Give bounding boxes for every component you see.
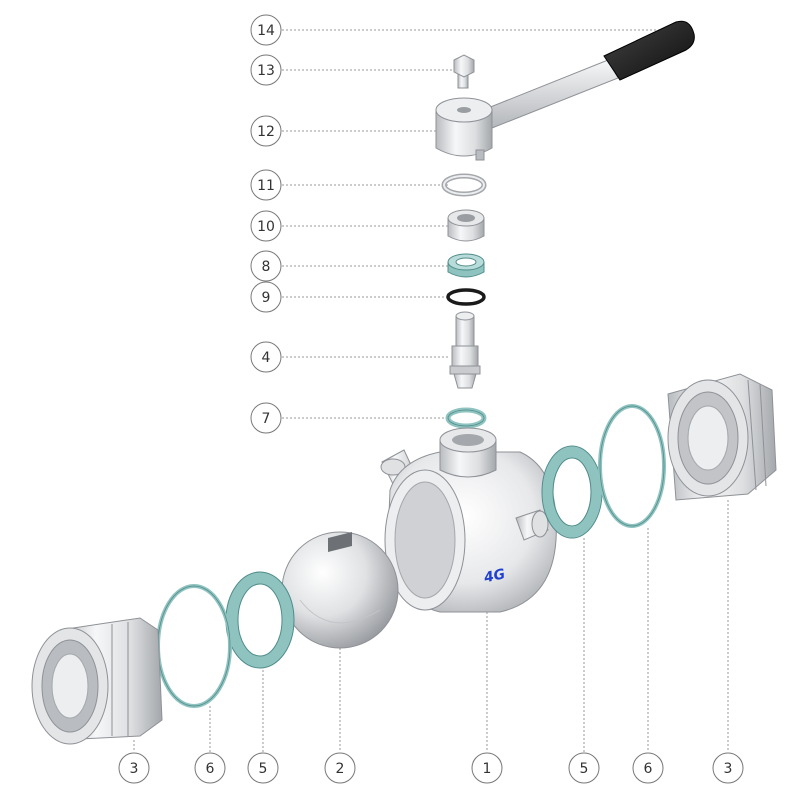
stem-bushing xyxy=(447,209,485,242)
svg-text:5: 5 xyxy=(259,761,268,777)
svg-text:10: 10 xyxy=(257,219,275,235)
callout-3-left: 3 xyxy=(118,752,150,784)
callout-7: 7 xyxy=(250,402,282,434)
o-ring-left xyxy=(156,584,232,708)
brand-mark: 4G xyxy=(482,566,507,586)
callout-8: 8 xyxy=(250,250,282,282)
stem-washer xyxy=(445,407,487,429)
handle-grip xyxy=(603,20,695,81)
callout-6-right: 6 xyxy=(632,752,664,784)
svg-text:6: 6 xyxy=(644,761,653,777)
svg-text:9: 9 xyxy=(262,290,271,306)
callout-10: 10 xyxy=(250,210,282,242)
end-connector-right xyxy=(667,373,777,501)
callout-12: 12 xyxy=(250,115,282,147)
lever-hub xyxy=(435,97,493,161)
svg-text:6: 6 xyxy=(206,761,215,777)
svg-text:3: 3 xyxy=(724,761,733,777)
bolt xyxy=(453,54,475,89)
callout-9: 9 xyxy=(250,281,282,313)
end-connector-left xyxy=(31,617,163,745)
seat-left xyxy=(225,571,295,669)
svg-text:2: 2 xyxy=(336,761,345,777)
callout-4: 4 xyxy=(250,341,282,373)
leader-lines xyxy=(133,29,729,752)
callout-3-right: 3 xyxy=(712,752,744,784)
svg-text:3: 3 xyxy=(130,761,139,777)
callout-14: 14 xyxy=(250,14,282,46)
callout-2: 2 xyxy=(324,752,356,784)
svg-text:11: 11 xyxy=(257,178,275,194)
callout-13: 13 xyxy=(250,54,282,86)
svg-text:1: 1 xyxy=(483,761,492,777)
callout-6-left: 6 xyxy=(194,752,226,784)
callouts-top: 14 13 12 11 10 8 9 4 xyxy=(250,14,282,434)
stem xyxy=(449,311,481,389)
callout-5-left: 5 xyxy=(247,752,279,784)
o-ring-stem xyxy=(446,288,486,306)
lever-arm xyxy=(477,59,619,129)
svg-text:14: 14 xyxy=(257,23,275,39)
callouts-bottom: 3 6 5 2 1 5 6 3 xyxy=(118,752,744,784)
svg-text:5: 5 xyxy=(580,761,589,777)
svg-text:8: 8 xyxy=(262,259,271,275)
ring xyxy=(441,173,487,197)
svg-text:7: 7 xyxy=(262,411,271,427)
svg-text:12: 12 xyxy=(257,124,275,140)
handle-lever xyxy=(477,20,695,129)
callout-5-right: 5 xyxy=(568,752,600,784)
svg-text:4: 4 xyxy=(262,350,271,366)
ball xyxy=(281,531,399,649)
seat-right xyxy=(541,445,603,539)
stem-seal xyxy=(447,253,485,278)
valve-body: 4G xyxy=(380,427,557,613)
svg-text:13: 13 xyxy=(257,63,275,79)
o-ring-right xyxy=(598,404,666,528)
callout-11: 11 xyxy=(250,169,282,201)
callout-1: 1 xyxy=(471,752,503,784)
